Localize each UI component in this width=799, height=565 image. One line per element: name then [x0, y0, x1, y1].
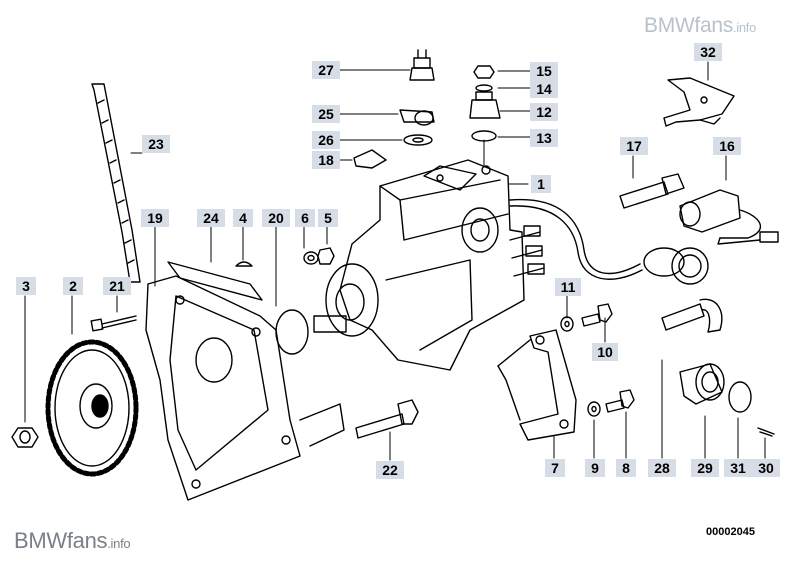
callout-28[interactable]: 28	[648, 459, 676, 477]
support-bracket-icon	[663, 77, 735, 127]
callout-21[interactable]: 21	[103, 277, 131, 295]
leader-lines	[24, 61, 766, 461]
pin-30	[757, 427, 775, 437]
woodruff-key-4	[235, 261, 253, 267]
callout-7[interactable]: 7	[545, 459, 565, 477]
callout-3[interactable]: 3	[16, 277, 36, 295]
sprocket-gear-icon	[45, 339, 139, 477]
callout-10[interactable]: 10	[592, 343, 618, 361]
callout-22[interactable]: 22	[376, 461, 404, 479]
support-bracket-7	[497, 329, 577, 441]
callout-23[interactable]: 23	[142, 135, 170, 153]
callout-30[interactable]: 30	[752, 459, 780, 477]
callout-9[interactable]: 9	[585, 459, 605, 477]
callout-15[interactable]: 15	[530, 62, 558, 80]
washer-nut-5-6	[303, 247, 335, 265]
brand-watermark-bottom: BMWfans.info	[14, 528, 131, 553]
callout-29[interactable]: 29	[691, 459, 719, 477]
callout-11[interactable]: 11	[555, 278, 581, 296]
brand-watermark-top: BMWfans.info	[644, 14, 756, 37]
callout-31[interactable]: 31	[724, 459, 752, 477]
banjo-washers-18-25-26	[353, 109, 435, 169]
banjo-bolt-27	[409, 49, 435, 81]
washer-bolt-8-9	[587, 389, 635, 417]
callout-13[interactable]: 13	[530, 129, 558, 147]
nut-3	[11, 427, 39, 448]
callout-19[interactable]: 19	[141, 209, 169, 227]
o-ring-20	[275, 309, 309, 355]
injection-pump-icon	[313, 159, 709, 371]
callout-1[interactable]: 1	[531, 175, 551, 193]
valve-stack-12-15	[469, 65, 501, 142]
callout-17[interactable]: 17	[620, 137, 648, 155]
pipe-fitting-28	[661, 298, 723, 333]
ring-31	[728, 381, 752, 413]
gasket-strip-23	[91, 83, 141, 283]
key-plate-24	[167, 261, 263, 301]
callout-2[interactable]: 2	[63, 277, 83, 295]
callout-24[interactable]: 24	[197, 209, 225, 227]
washer-bolt-10-11	[560, 303, 613, 332]
callout-20[interactable]: 20	[262, 209, 290, 227]
callout-27[interactable]: 27	[312, 61, 340, 79]
callout-12[interactable]: 12	[530, 103, 558, 121]
callout-8[interactable]: 8	[616, 459, 636, 477]
callout-26[interactable]: 26	[312, 131, 340, 149]
housing-cover-19	[145, 275, 345, 501]
callout-25[interactable]: 25	[312, 105, 340, 123]
stud-bolt-17	[619, 173, 685, 209]
callout-5[interactable]: 5	[318, 209, 338, 227]
callout-16[interactable]: 16	[713, 137, 741, 155]
callout-18[interactable]: 18	[312, 151, 340, 169]
callout-32[interactable]: 32	[694, 43, 722, 61]
callout-14[interactable]: 14	[530, 80, 558, 98]
bolt-21	[90, 315, 137, 332]
connector-plug-icon	[679, 363, 725, 405]
drawing-number: 00002045	[706, 526, 755, 538]
callout-6[interactable]: 6	[295, 209, 315, 227]
callout-4[interactable]: 4	[233, 209, 253, 227]
rotation-sensor-icon	[679, 189, 779, 245]
bolt-22	[355, 399, 419, 439]
